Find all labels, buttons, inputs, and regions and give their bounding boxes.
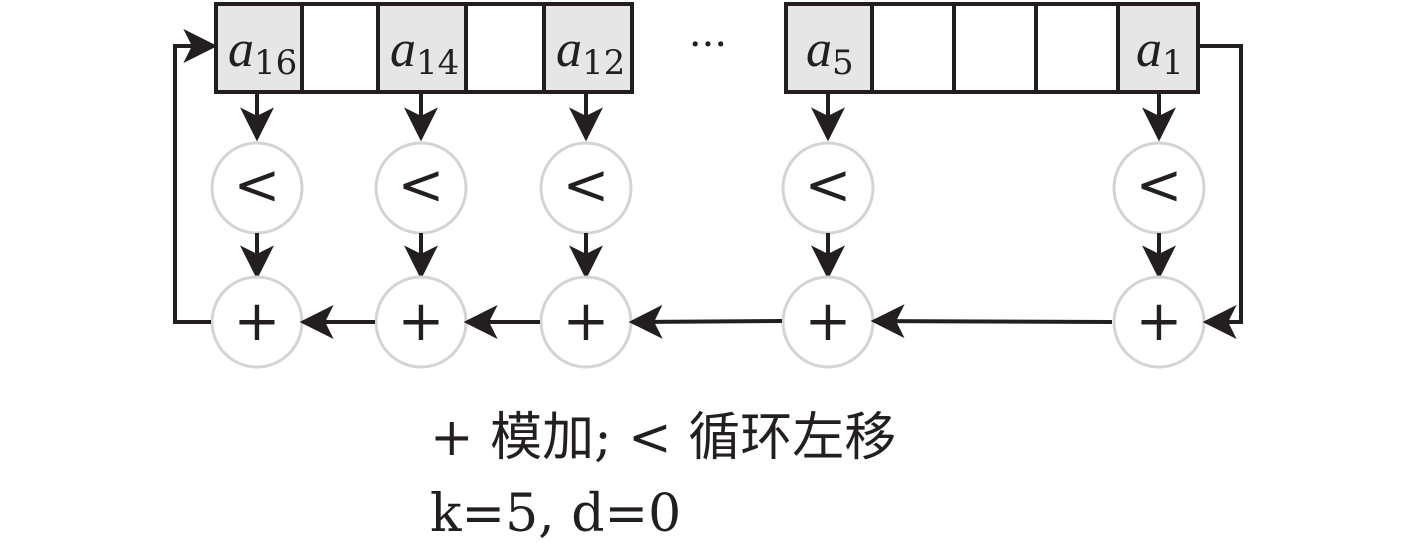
svg-text:+: + (563, 289, 610, 354)
add-node: + (781, 275, 875, 369)
shift-nodes: < < < < < (210, 141, 1206, 235)
svg-text:<: < (398, 153, 445, 218)
register-cell-empty (952, 2, 1038, 94)
register-cell-empty (464, 2, 546, 94)
arrow-add-chain (628, 304, 783, 339)
arrows-register-to-shift (240, 92, 1176, 142)
register-label-a5: a5 (806, 21, 854, 83)
add-nodes: + + + + + (210, 275, 1206, 369)
register-label-a16: a16 (228, 21, 297, 83)
register-cell-empty (1034, 2, 1120, 94)
svg-text:+: + (398, 289, 445, 354)
shift-node: < (210, 141, 304, 235)
legend-operators: + 模加; < 循环左移 (430, 408, 897, 468)
arrow-add-chain (870, 304, 1113, 339)
add-node: + (374, 275, 468, 369)
svg-text:+: + (805, 289, 852, 354)
register-cell-empty (300, 2, 380, 94)
shift-node: < (781, 141, 875, 235)
arrows-shift-to-add (240, 233, 1176, 280)
register-label-a14: a14 (390, 21, 459, 83)
register-group-right (784, 2, 1200, 94)
register-labels: a16 a14 a12 a5 a1 (228, 21, 1184, 83)
register-label-a1: a1 (1136, 21, 1184, 83)
add-node: + (539, 275, 633, 369)
svg-text:<: < (1136, 153, 1183, 218)
svg-text:+: + (1136, 289, 1183, 354)
shift-node: < (1112, 141, 1206, 235)
register-label-a12: a12 (556, 21, 625, 83)
svg-text:+: + (234, 289, 281, 354)
arrow-a1-feedback (1198, 44, 1243, 339)
svg-text:<: < (563, 153, 610, 218)
ellipsis: ··· (689, 22, 727, 68)
arrow-output-feedback (173, 29, 218, 324)
svg-text:<: < (805, 153, 852, 218)
add-node: + (1112, 275, 1206, 369)
svg-text:<: < (234, 153, 281, 218)
add-node: + (210, 275, 304, 369)
register-cell-empty (870, 2, 956, 94)
register-group-left (214, 2, 634, 94)
arrows-add-chain (299, 304, 1113, 339)
shift-node: < (374, 141, 468, 235)
register-cell-a1 (1116, 2, 1200, 94)
shift-node: < (539, 141, 633, 235)
legend-parameters: k=5, d=0 (430, 484, 682, 544)
